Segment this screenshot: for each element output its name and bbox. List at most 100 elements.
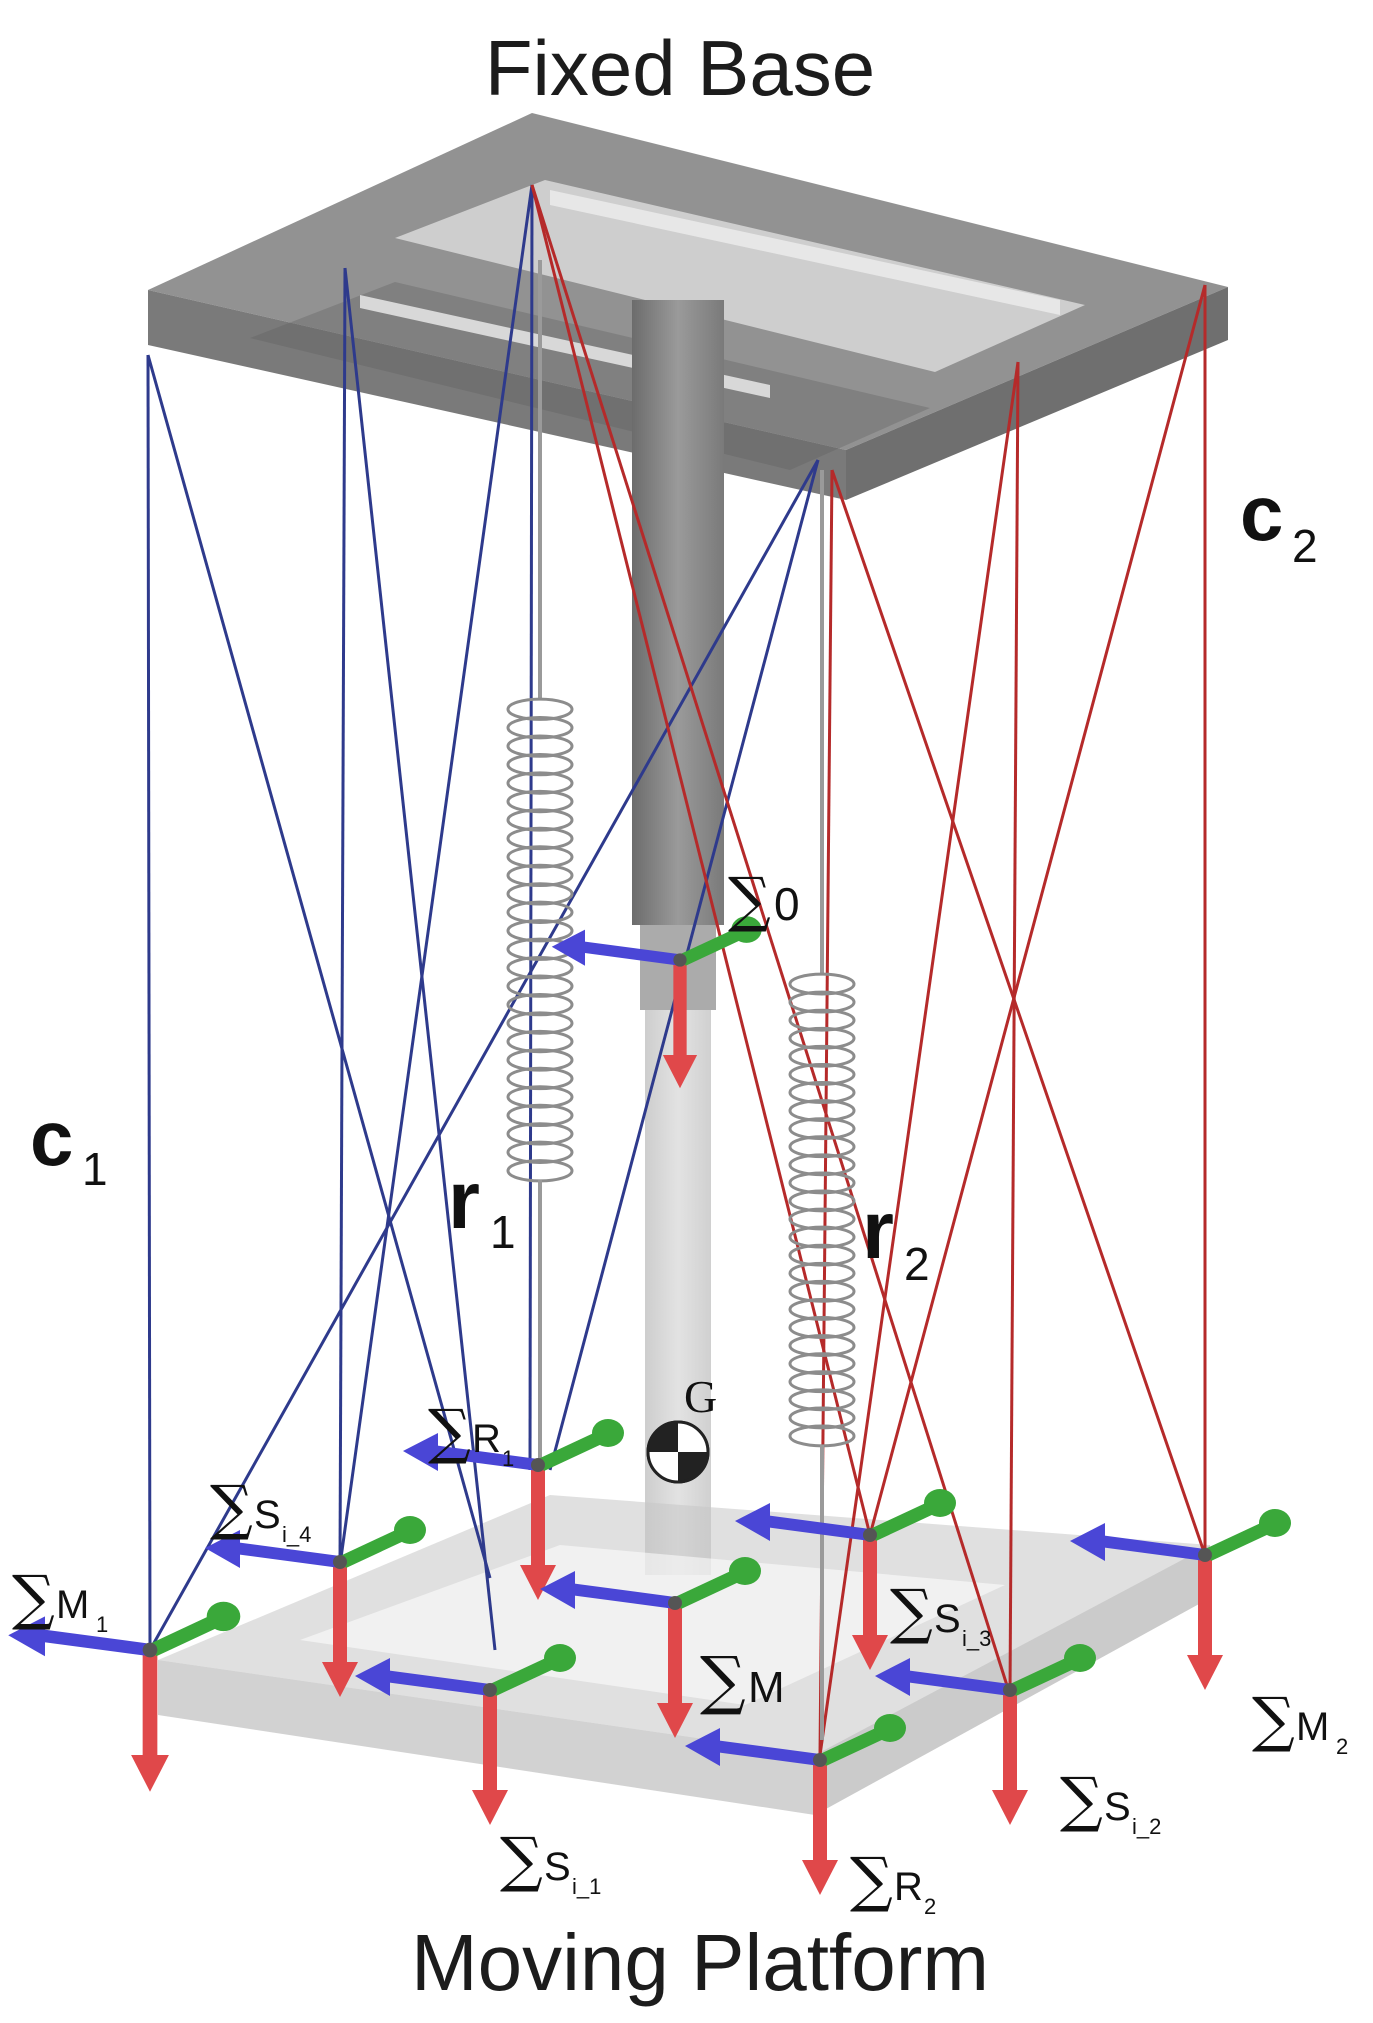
y-axis-arrowhead (874, 1714, 906, 1742)
cable-blue-6 (338, 184, 534, 1566)
svg-text:1: 1 (82, 1143, 108, 1195)
frame-label-sigma-m: ∑ M (700, 1644, 785, 1718)
frame-label-sigma-m2: ∑ M 2 (1252, 1685, 1348, 1759)
svg-text:S: S (254, 1493, 281, 1537)
frame-sigma-m1 (8, 1601, 241, 1792)
spring-r2-coil (788, 1081, 856, 1104)
z-axis-arrowhead (662, 1055, 698, 1089)
cable-red-6 (868, 284, 1207, 1536)
y-axis-arrowhead (924, 1489, 956, 1517)
spring-r2-coil (788, 1153, 856, 1177)
x-axis-arrowhead (1070, 1523, 1105, 1561)
frame-origin (142, 1642, 158, 1658)
y-axis-arrowhead (731, 916, 762, 943)
cable-blue-4 (343, 267, 497, 1651)
cable-red-4 (818, 361, 1020, 1756)
svg-text:M: M (1296, 1705, 1329, 1749)
frame-origin (668, 1596, 682, 1610)
z-axis (142, 1650, 158, 1755)
frame-origin (863, 1528, 877, 1542)
x-axis (580, 941, 680, 966)
svg-text:∑: ∑ (728, 865, 771, 935)
central-post (632, 300, 724, 1575)
frame-sigma-si2 (875, 1644, 1096, 1825)
frame-label-sigma-m1: ∑ M 1 (12, 1563, 108, 1637)
spring-r1-coil (506, 1103, 574, 1128)
z-axis (483, 1690, 497, 1790)
center-of-gravity-icon (646, 1420, 710, 1484)
spring-r2-coil (788, 990, 856, 1014)
z-axis (813, 1760, 827, 1860)
svg-text:∑: ∑ (1060, 1765, 1103, 1835)
spring-r2-coil (788, 1334, 856, 1358)
z-axis-arrowhead (657, 1703, 693, 1738)
spring-r1-coil (506, 734, 574, 758)
x-axis-arrowhead (875, 1658, 910, 1696)
spring-r1-coil (506, 1085, 574, 1109)
spring-r1-coil (506, 1122, 574, 1146)
z-axis (863, 1535, 877, 1635)
z-axis-arrowhead (131, 1755, 169, 1792)
spring-r2-coil (788, 972, 856, 996)
cable-blue-8 (148, 459, 820, 1651)
x-axis (765, 1515, 870, 1541)
spring-1-label: r 1 (448, 1155, 516, 1258)
cables (146, 184, 1207, 1756)
svg-text:2: 2 (1336, 1734, 1348, 1759)
spring-r2-coil (788, 1135, 856, 1159)
x-axis (433, 1445, 538, 1471)
frame-origin (1003, 1683, 1017, 1697)
spring-r2 (788, 470, 856, 1740)
frame-origin (531, 1458, 545, 1472)
spring-r2-coil (788, 1279, 856, 1303)
spring-r2-coil (788, 1406, 856, 1430)
spring-r2-coil (788, 1297, 856, 1321)
svg-text:i_2: i_2 (1132, 1814, 1161, 1839)
spring-r1-coil (506, 919, 574, 943)
cable-red-1 (530, 184, 872, 1536)
spring-r2-coil (788, 1316, 856, 1339)
x-axis (385, 1670, 490, 1696)
z-axis (531, 1465, 545, 1565)
spring-r1-coil (506, 900, 574, 924)
spring-r1-coil (506, 771, 574, 795)
moving-platform (158, 1495, 1210, 1815)
frame-origin (483, 1683, 497, 1697)
y-axis-arrowhead (729, 1557, 761, 1585)
frame-sigma-m2 (1070, 1509, 1291, 1690)
z-axis (333, 1562, 347, 1662)
spring-r2-coil (788, 1388, 856, 1412)
x-axis (905, 1670, 1010, 1696)
svg-text:2: 2 (904, 1238, 930, 1290)
spring-r2-coil (788, 1370, 856, 1394)
spring-r1-coil (506, 697, 574, 721)
frame-origin (673, 953, 687, 967)
fixed-base-title: Fixed Base (485, 24, 875, 112)
spring-r1-coil (506, 1011, 574, 1035)
spring-r1-coil (506, 808, 574, 832)
z-axis (1198, 1555, 1212, 1655)
z-axis (668, 1603, 682, 1703)
svg-text:R: R (472, 1417, 501, 1461)
spring-r2-coil (788, 1008, 856, 1032)
y-axis (538, 1431, 604, 1471)
svg-text:M: M (748, 1663, 785, 1712)
svg-text:r: r (862, 1185, 894, 1276)
svg-text:∑: ∑ (428, 1397, 471, 1467)
svg-text:∑: ∑ (700, 1644, 746, 1718)
x-axis (1100, 1535, 1205, 1561)
y-axis-arrowhead (544, 1644, 576, 1672)
svg-text:c: c (1240, 469, 1283, 557)
z-axis-arrowhead (852, 1635, 888, 1670)
frame-origin (333, 1555, 347, 1569)
spring-r1-coil (506, 974, 574, 998)
x-axis (570, 1583, 675, 1609)
x-axis-arrowhead (551, 929, 585, 966)
spring-r1 (506, 260, 574, 1470)
frame-labels: ∑ 0 ∑ R 1 ∑ S i_4 ∑ M 1 ∑ S i_3 ∑ M ∑ (12, 865, 1348, 1919)
spring-r2-coil (788, 1062, 856, 1086)
svg-text:∑: ∑ (890, 1577, 933, 1647)
svg-text:c: c (30, 1094, 73, 1182)
z-axis-arrowhead (322, 1662, 358, 1697)
